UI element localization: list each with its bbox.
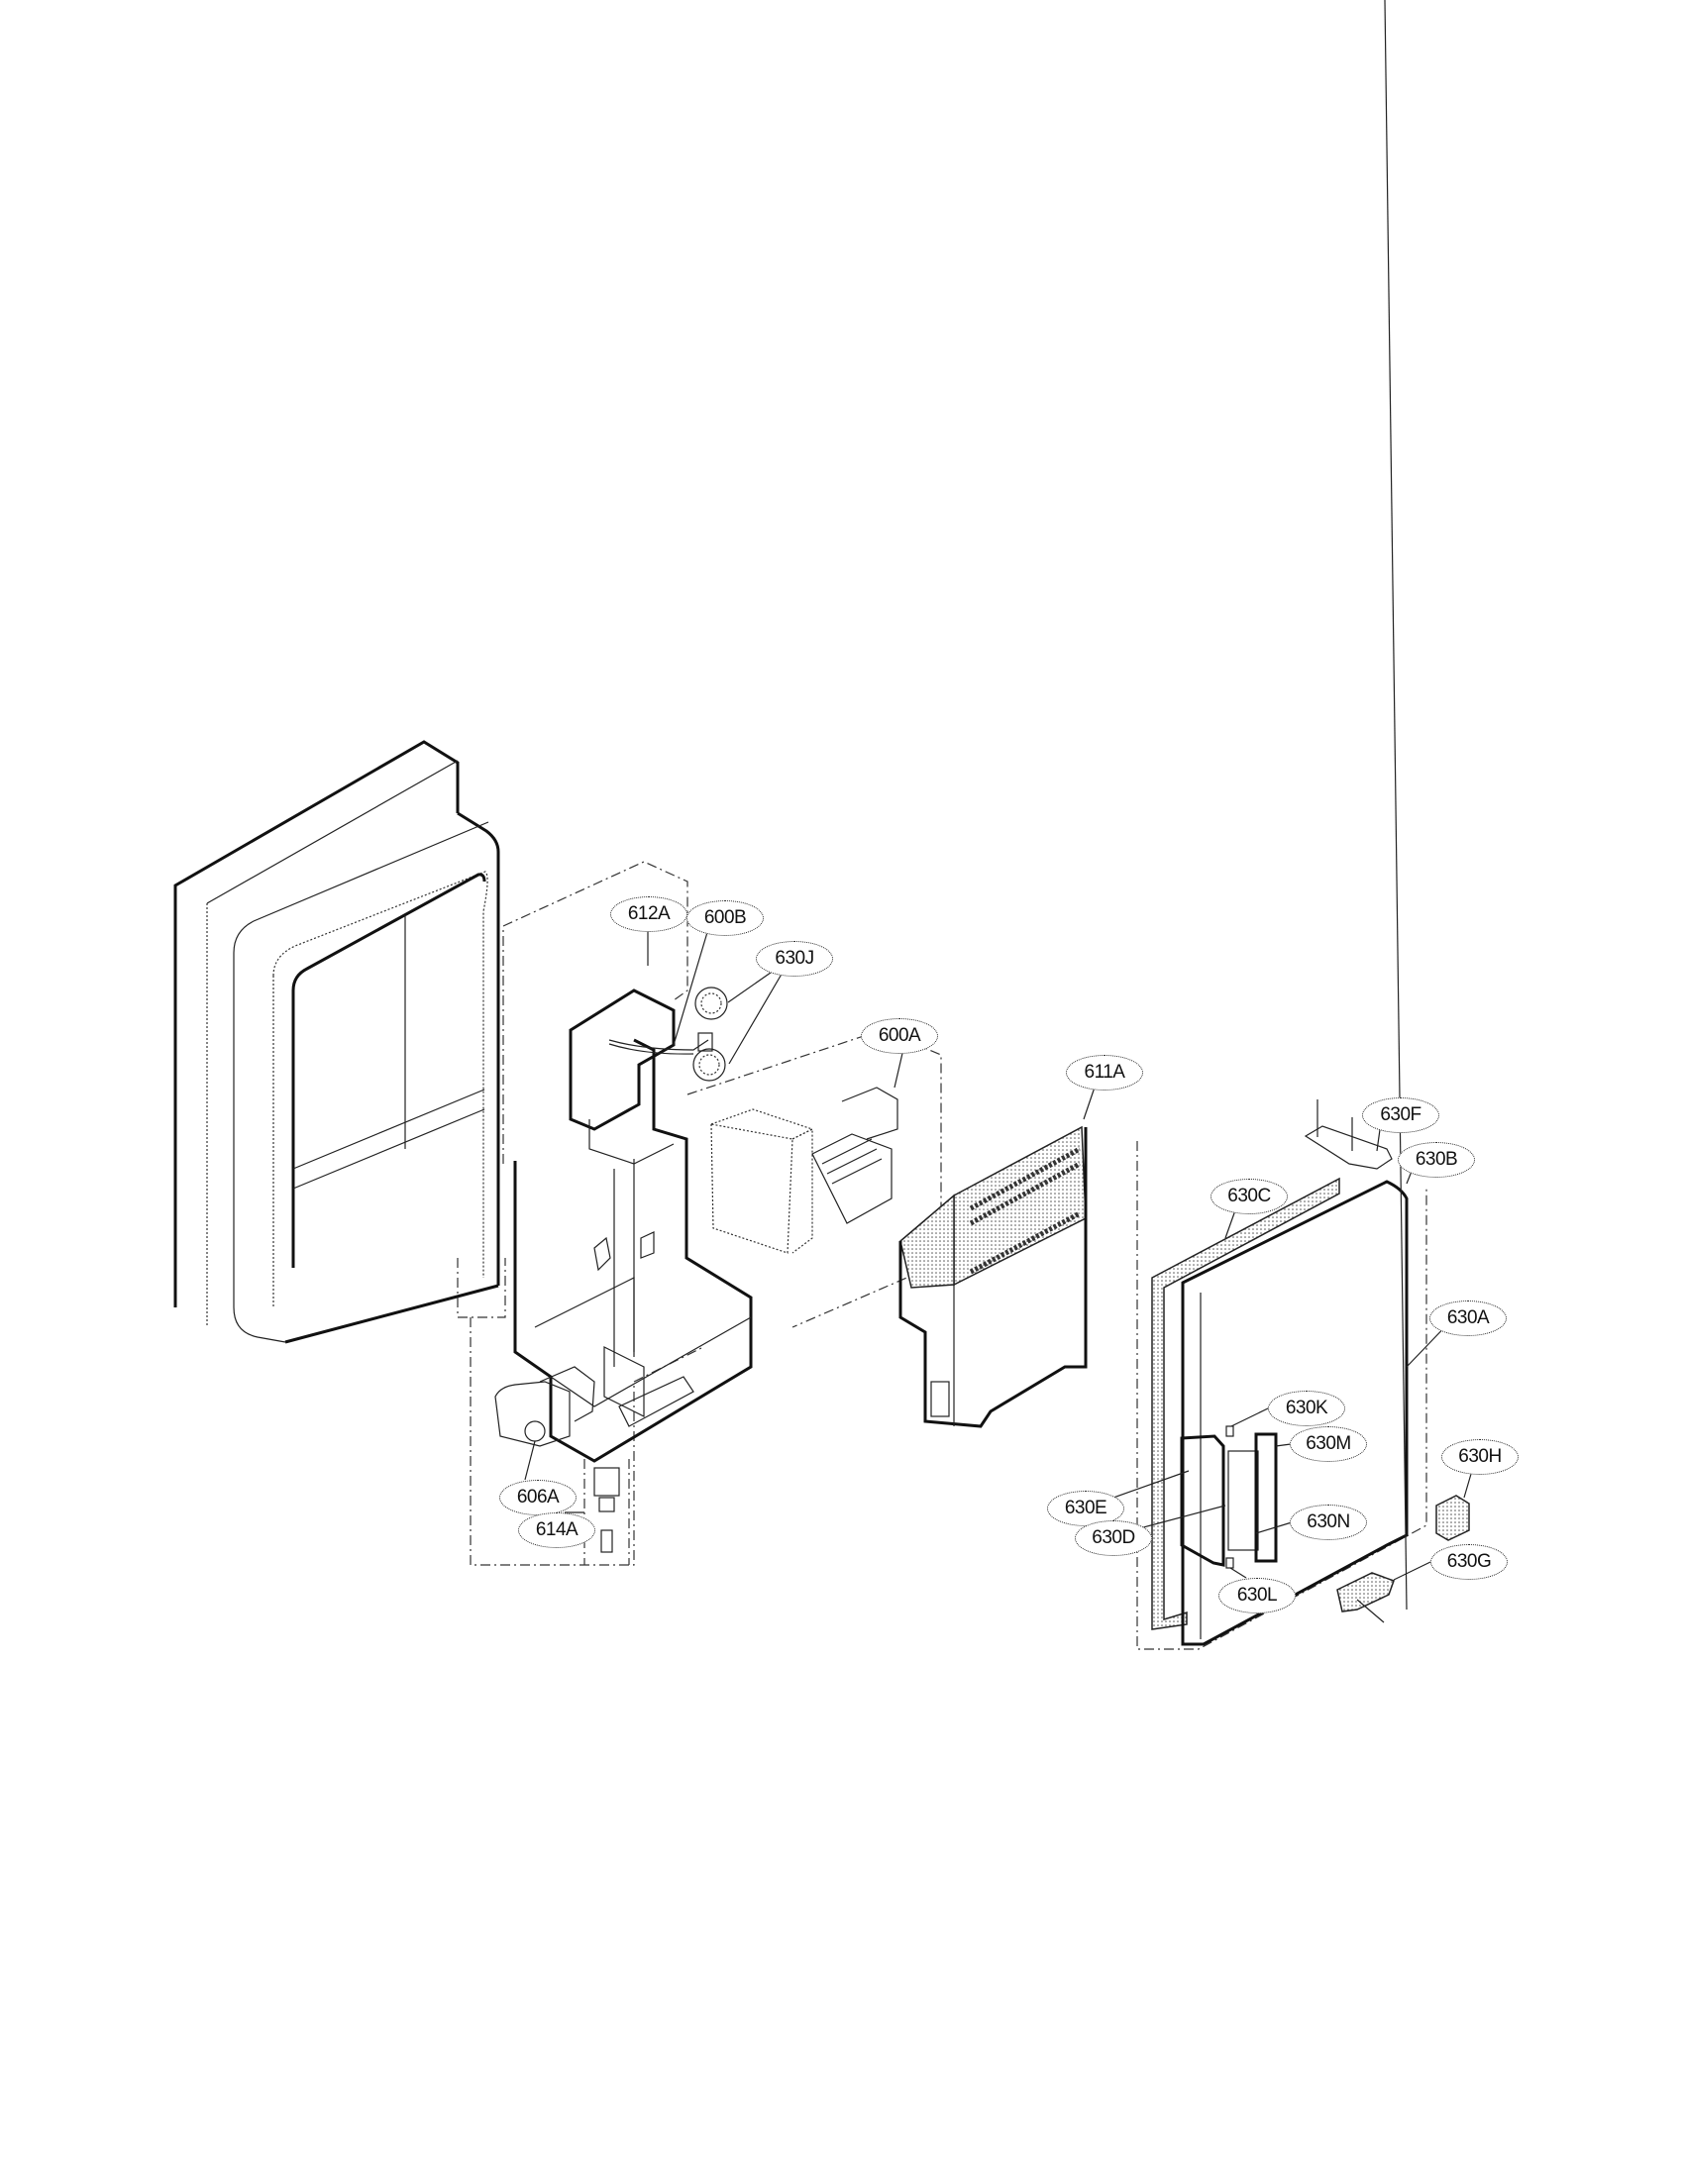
part-callout-630G[interactable]: 630G — [1430, 1544, 1508, 1580]
part-callout-630F[interactable]: 630F — [1362, 1097, 1439, 1133]
part-callout-630J[interactable]: 630J — [756, 941, 833, 977]
door-panel-drawing — [173, 740, 506, 1344]
part-callout-630H[interactable]: 630H — [1441, 1439, 1519, 1475]
freezer-door-drawing — [1136, 1141, 1427, 1650]
auger-motor-drawing — [494, 1366, 595, 1447]
part-callout-630D[interactable]: 630D — [1075, 1520, 1152, 1556]
part-callout-600B[interactable]: 600B — [686, 900, 764, 936]
part-callout-630N[interactable]: 630N — [1290, 1505, 1367, 1540]
top-hinge-drawing — [1304, 1099, 1393, 1170]
dispenser-housing-drawing — [470, 861, 753, 1566]
bottom-hinge-drawing — [1336, 0, 1408, 1623]
part-callout-630M[interactable]: 630M — [1290, 1426, 1367, 1462]
part-callout-630K[interactable]: 630K — [1268, 1391, 1345, 1426]
wire-harness-drawing — [608, 1032, 713, 1055]
part-callout-611A[interactable]: 611A — [1066, 1055, 1143, 1091]
part-callout-614A[interactable]: 614A — [518, 1512, 595, 1548]
part-callout-606A[interactable]: 606A — [499, 1480, 577, 1515]
part-callout-600A[interactable]: 600A — [861, 1018, 938, 1054]
hinge-cap-drawing — [1435, 1495, 1470, 1541]
solenoid-drawing — [583, 1459, 630, 1565]
part-callout-612A[interactable]: 612A — [610, 896, 687, 932]
part-callout-630B[interactable]: 630B — [1398, 1142, 1475, 1178]
part-callout-630L[interactable]: 630L — [1218, 1578, 1296, 1613]
shroud-panel-drawing — [898, 1125, 1088, 1428]
part-callout-630A[interactable]: 630A — [1429, 1300, 1507, 1336]
door-handle-drawing — [1180, 1425, 1278, 1569]
ice-maker-drawing — [686, 1029, 942, 1328]
grommets-drawing — [692, 987, 728, 1082]
part-callout-630C[interactable]: 630C — [1210, 1179, 1288, 1214]
